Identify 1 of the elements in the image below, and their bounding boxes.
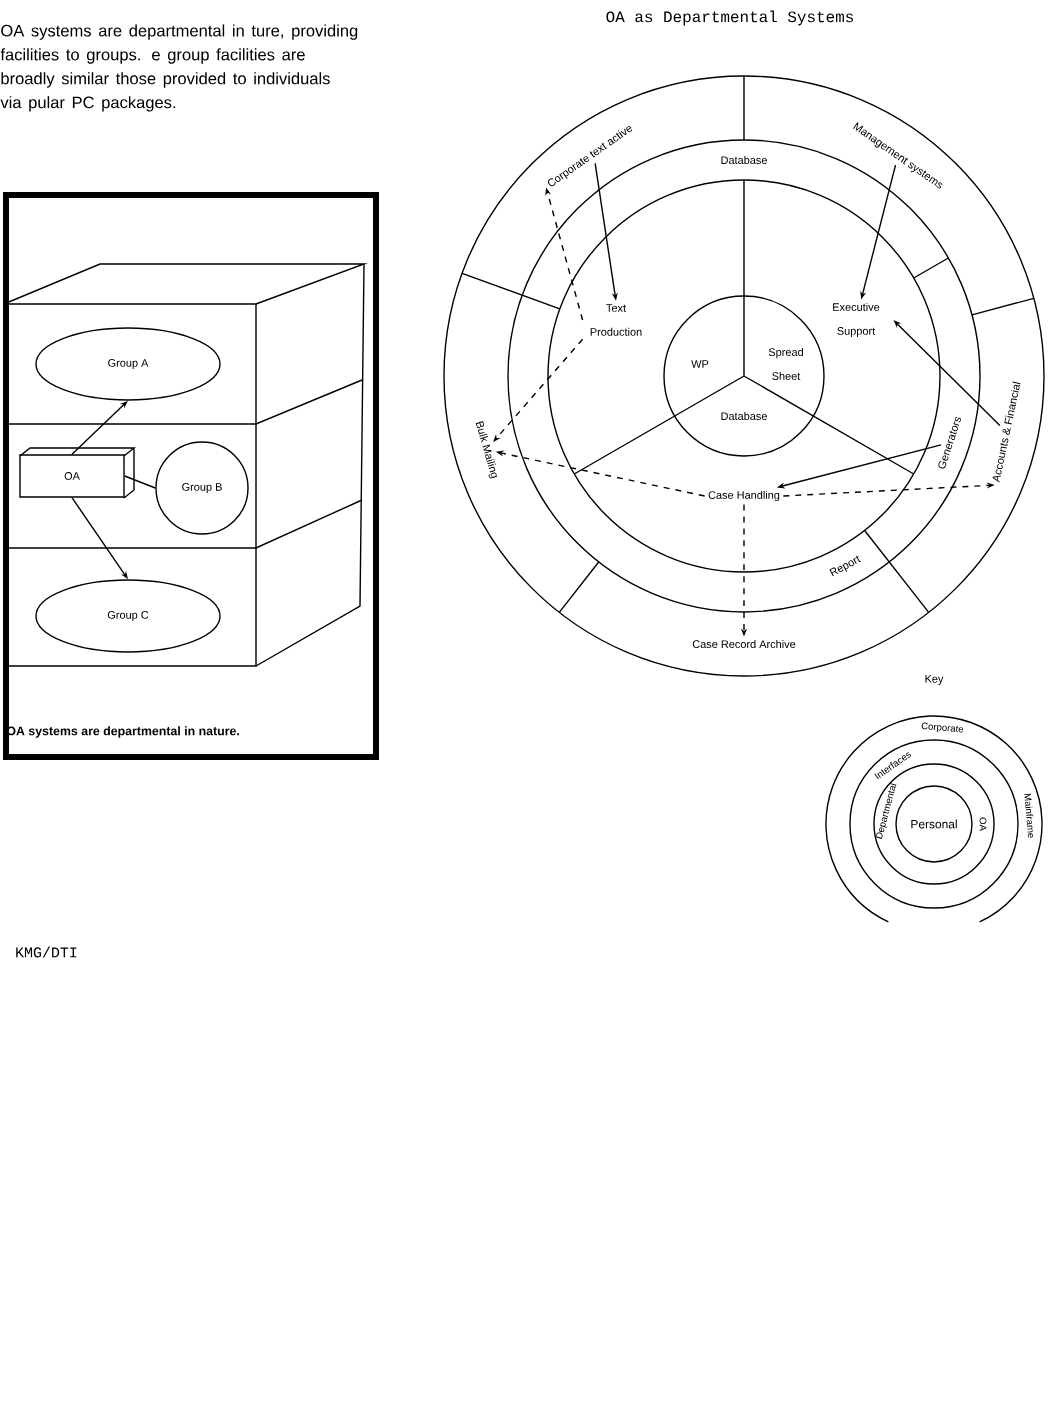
paragraph: OA systems are departmental in ture, providing facilities to groups. e group facilities are broadly similar those provided to individuals via pular PC packages. — [0, 24, 358, 112]
